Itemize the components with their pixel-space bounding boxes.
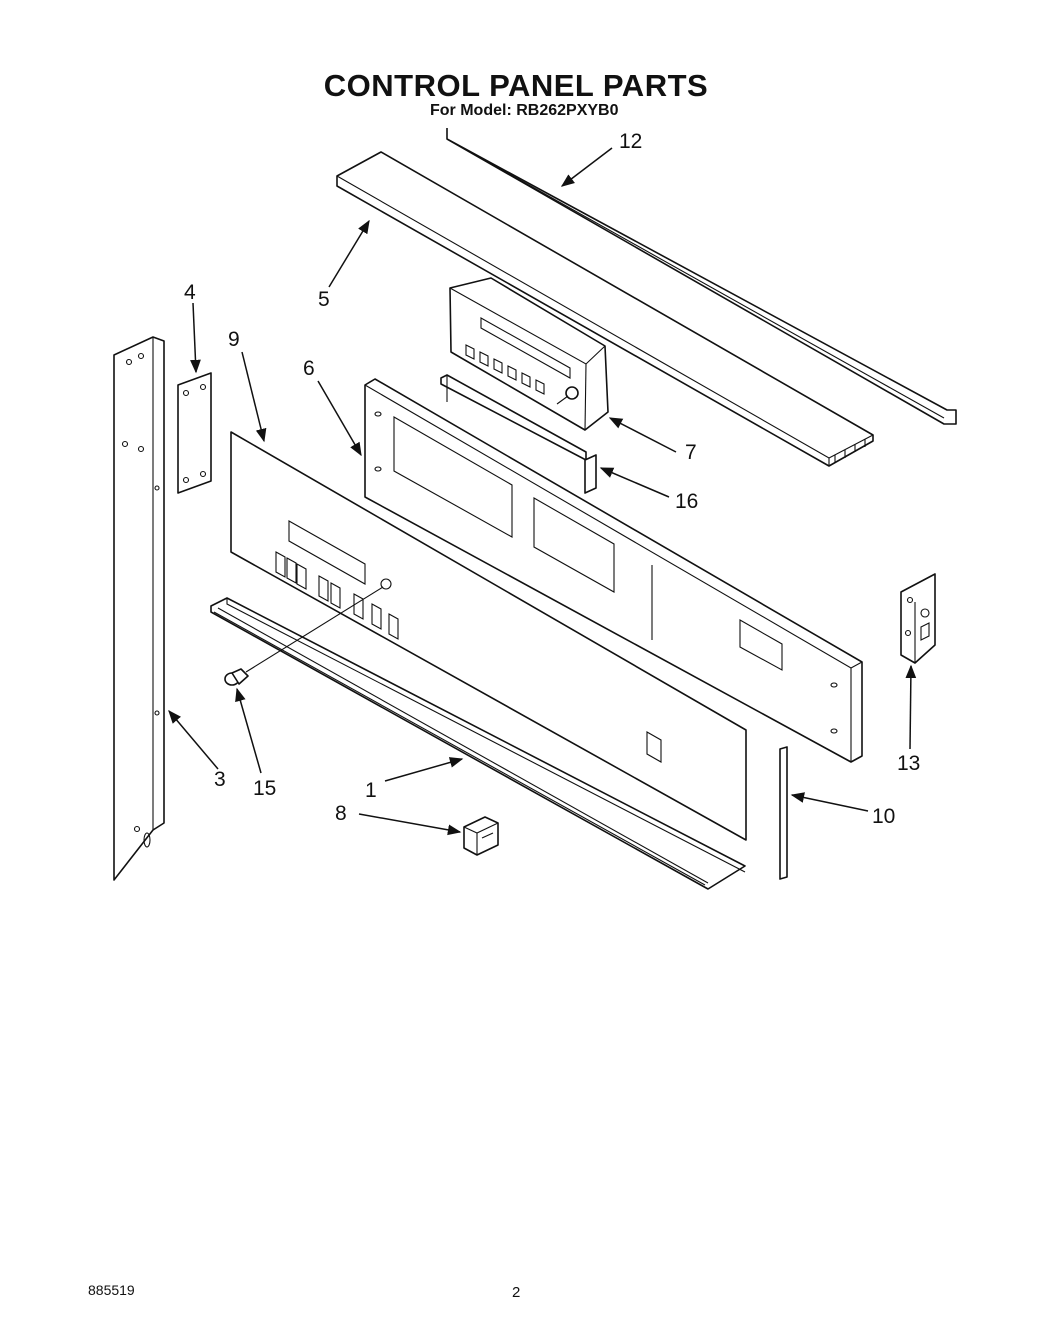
doc-number: 885519 <box>88 1282 135 1298</box>
part-4-mounting-plate <box>177 372 212 494</box>
callout-3: 3 <box>214 768 226 791</box>
part-15-knob <box>224 586 384 686</box>
page-number: 2 <box>512 1284 521 1301</box>
callout-4: 4 <box>184 281 196 304</box>
leader-lines <box>168 147 917 836</box>
callout-1: 1 <box>365 779 377 802</box>
callout-16: 16 <box>675 490 698 513</box>
part-6-panel-frame <box>364 378 863 763</box>
callout-8: 8 <box>335 802 347 825</box>
part-16-bracket <box>584 454 597 494</box>
part-5-top-bar <box>336 151 874 467</box>
part-10-strip <box>779 746 788 880</box>
part-13-bracket <box>900 573 936 664</box>
model-subtitle: For Model: RB262PXYB0 <box>430 102 619 119</box>
part-3-side-trim <box>113 336 165 881</box>
part-9-overlay-panel <box>230 431 747 841</box>
callout-12: 12 <box>619 130 642 153</box>
part-12-trim-strip <box>446 128 957 425</box>
part-1-lower-trim <box>210 597 746 890</box>
page-title: CONTROL PANEL PARTS <box>323 68 709 103</box>
callout-7: 7 <box>685 441 697 464</box>
callout-5: 5 <box>318 288 330 311</box>
part-8-switch <box>463 816 499 856</box>
part-7-control-module <box>440 277 609 461</box>
callout-10: 10 <box>872 805 895 828</box>
callout-6: 6 <box>303 357 315 380</box>
callout-15: 15 <box>253 777 276 800</box>
callout-13: 13 <box>897 752 920 775</box>
callout-9: 9 <box>228 328 240 351</box>
